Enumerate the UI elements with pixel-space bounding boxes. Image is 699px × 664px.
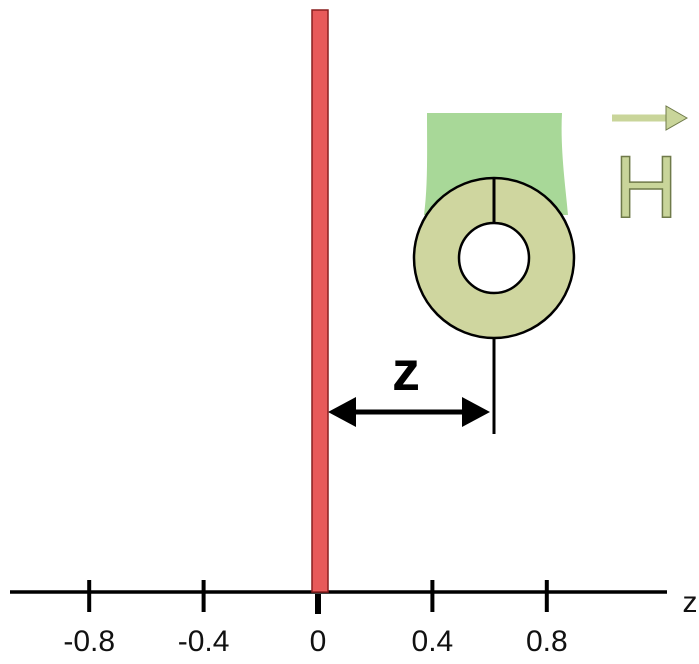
axis-ticks: -0.8 -0.4 0 0.4 0.8 [63, 580, 568, 658]
field-label: H [614, 137, 678, 236]
axis-tick-label: 0.8 [526, 625, 568, 658]
distance-label: z [392, 339, 420, 402]
field-arrow-head [665, 105, 689, 131]
distance-arrow-right-head [462, 397, 490, 427]
axis-tick-label: -0.8 [63, 625, 115, 658]
axis-name: z [683, 586, 698, 619]
distance-arrow-left-head [328, 397, 356, 427]
wall [311, 9, 329, 593]
axis-tick-label: 0.4 [412, 625, 454, 658]
probe-ring-hole [457, 221, 531, 295]
axis-tick-label: 0 [310, 625, 327, 658]
axis-tick-label: -0.4 [178, 625, 230, 658]
